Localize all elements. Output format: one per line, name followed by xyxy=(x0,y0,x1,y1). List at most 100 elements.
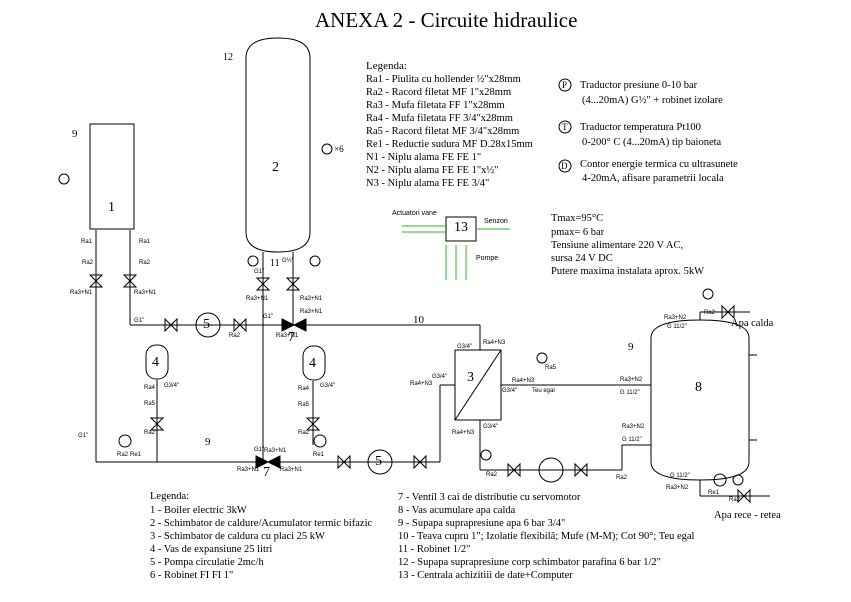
fitting-label: Ra5 xyxy=(298,402,310,408)
fitting-label: Ra3+N1 xyxy=(134,290,157,296)
fitting-label: Ra2 xyxy=(117,452,129,458)
legend-bottom-item: 8 - Vas acumulare apa calda xyxy=(398,505,516,516)
fitting-label: Ra2 xyxy=(486,472,498,478)
symbol-t-letter: T xyxy=(562,122,568,132)
symbol-legend-line: Contor energie termica cu ultrasunete xyxy=(580,159,738,170)
fitting-label: Ra2 xyxy=(616,475,628,481)
daq-arrows xyxy=(402,225,510,280)
fitting-label: Ra1 xyxy=(81,239,93,245)
fitting-label: G 11/2" xyxy=(620,390,640,396)
fitting-label: G1" xyxy=(134,318,145,324)
component-12-label: 12 xyxy=(223,52,233,63)
fitting-label: Ra2 xyxy=(704,310,716,316)
pump-5-right xyxy=(538,457,564,483)
legend-bottom-item: 13 - Centrala achizitiii de date+Compute… xyxy=(398,570,573,581)
daq-pumps-label: Pompe xyxy=(476,255,499,262)
legend-bottom-item: 10 - Teava cupru 1"; Izolatie flexibilă;… xyxy=(398,531,695,542)
symbol-legend-line: Traductor presiune 0-10 bar xyxy=(580,80,698,91)
fitting-label: G3/4" xyxy=(320,383,336,389)
fitting-label: G3/4" xyxy=(164,383,180,389)
component-7-top-label: 7 xyxy=(288,330,295,345)
legend-bottom-item: 11 - Robinet 1/2" xyxy=(398,544,471,555)
fitting-label: G3/4" xyxy=(432,374,448,380)
component-1-label: 1 xyxy=(108,200,115,215)
component-8-label: 8 xyxy=(695,380,702,395)
pump-5-bottom xyxy=(367,449,393,475)
fitting-label: Ra2 xyxy=(144,430,156,436)
heat-exchanger-diagonal xyxy=(454,349,502,421)
legend-bottom-item: 1 - Boiler electric 3kW xyxy=(150,505,247,516)
fitting-label: G1" xyxy=(254,447,265,453)
legend-top-item: N2 - Niplu alama FE FE 1"x½" xyxy=(366,165,499,176)
spec-line: pmax= 6 bar xyxy=(551,227,605,238)
sensor-count-label: ×6 xyxy=(334,144,344,154)
component-9-bottom-label: 9 xyxy=(205,436,211,448)
fitting-label: Re1 xyxy=(708,490,720,496)
legend-bottom-item: 2 - Schimbator de caldure/Acumulator ter… xyxy=(150,518,373,529)
legend-top-item: N3 - Niplu alama FE FE 3/4" xyxy=(366,178,490,189)
component-7-bottom-label: 7 xyxy=(263,465,270,480)
fitting-label: G3/4" xyxy=(457,344,473,350)
legend-top-item: Ra5 - Racord filetat MF 3/4"x28mm xyxy=(366,126,520,137)
legend-top-item: Ra3 - Mufa filetata FF 1"x28mm xyxy=(366,100,505,111)
boiler-1 xyxy=(89,123,135,230)
legend-bottom-item: 7 - Ventil 3 cai de distributie cu servo… xyxy=(398,492,581,503)
fitting-label: Ra4+N3 xyxy=(512,378,535,384)
component-9-tank-label: 9 xyxy=(628,341,634,353)
legend-top-item: Ra1 - Piulita cu hollender ½"x28mm xyxy=(366,74,521,85)
component-2-label: 2 xyxy=(272,160,279,175)
expansion-vessel-4-right xyxy=(302,345,326,381)
legend-bottom-heading: Legenda: xyxy=(150,491,190,502)
fitting-label: Re1 xyxy=(313,452,325,458)
component-11-label: 11 xyxy=(270,258,280,269)
component-10-label: 10 xyxy=(413,314,424,326)
legend-top-item: N1 - Niplu alama FE FE 1" xyxy=(366,152,482,163)
fitting-label: Ra5 xyxy=(545,365,557,371)
legend-bottom-item: 9 - Supapa suprapresiune apa 6 bar 3/4" xyxy=(398,518,566,529)
page-title: ANEXA 2 - Circuite hidraulice xyxy=(315,8,578,32)
fitting-label: Ra3+N1 xyxy=(280,467,303,473)
three-way-valve-7-top xyxy=(281,318,307,332)
component-3-label: 3 xyxy=(467,370,474,385)
symbol-p-letter: P xyxy=(562,80,568,90)
expansion-vessel-4-left xyxy=(145,344,169,380)
fitting-label: G½" xyxy=(282,258,294,264)
symbol-legend-line: 4-20mA, afisare parametrii locala xyxy=(582,173,724,184)
hot-water-outlet-label: Apa calda xyxy=(731,318,774,329)
fitting-label: Ra3+N2 xyxy=(664,315,687,321)
fitting-label: Ra4+N3 xyxy=(452,430,475,436)
fitting-label: Ra3+N1 xyxy=(264,448,287,454)
fitting-label: Ra2 xyxy=(139,260,151,266)
spec-line: Tmax=95°C xyxy=(551,213,604,224)
fitting-label: G3/4" xyxy=(502,388,518,394)
fitting-label: G1" xyxy=(78,433,89,439)
fitting-label: Ra3+N1 xyxy=(237,467,260,473)
fitting-label: G 11/2" xyxy=(670,473,690,479)
pipes xyxy=(95,230,770,497)
legend-top-item: Ra2 - Racord filetat MF 1"x28mm xyxy=(366,87,512,98)
fitting-label: Re1 xyxy=(130,452,142,458)
spec-line: Tensiune alimentare 220 V AC, xyxy=(551,240,684,251)
fitting-label: G 11/2" xyxy=(622,437,642,443)
fitting-label: G1" xyxy=(254,269,265,275)
fitting-label: Ra2 xyxy=(729,497,741,503)
fitting-label: Ra3+N1 xyxy=(300,309,323,315)
fitting-label: Ra3+N1 xyxy=(70,290,93,296)
fitting-label: G3/4" xyxy=(483,424,499,430)
daq-number: 13 xyxy=(454,220,468,235)
fitting-label: G1" xyxy=(263,314,274,320)
fitting-label: Ra2 xyxy=(298,430,310,436)
spec-line: sursa 24 V DC xyxy=(551,253,613,264)
fitting-label: Teu egal xyxy=(532,388,555,394)
fitting-label: Ra2 xyxy=(229,333,241,339)
legend-bottom-item: 3 - Schimbator de caldura cu placi 25 kW xyxy=(150,531,325,542)
component-4-right-label: 4 xyxy=(309,356,316,371)
symbol-legend-line: 0-200° C (4...20mA) tip baioneta xyxy=(582,137,722,148)
sensor-symbols xyxy=(58,78,744,487)
fitting-label: Ra4 xyxy=(144,385,156,391)
fitting-label: Ra4+N3 xyxy=(410,381,433,387)
daq-sensors-label: Senzori xyxy=(484,218,508,225)
fitting-label: Ra3+N1 xyxy=(276,333,299,339)
